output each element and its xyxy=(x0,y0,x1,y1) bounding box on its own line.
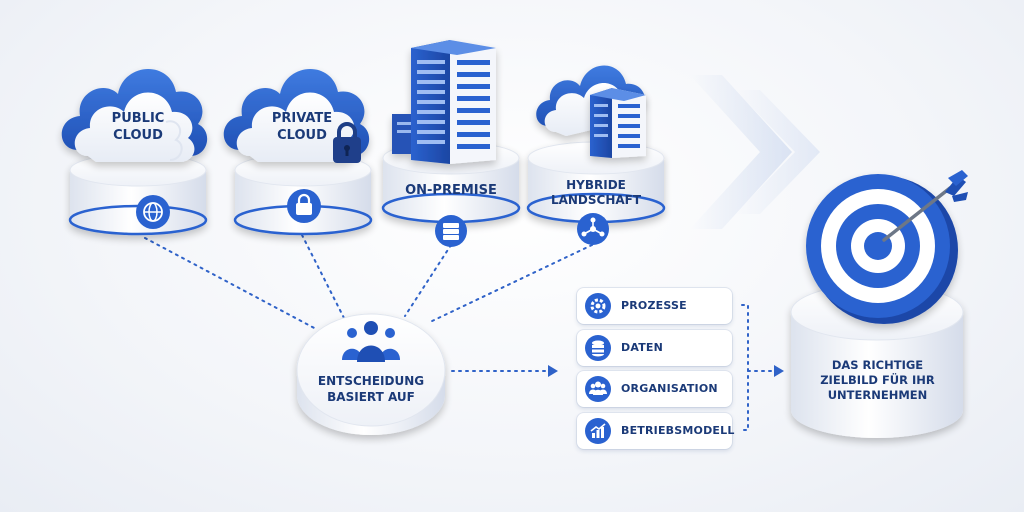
chart-icon xyxy=(585,418,611,444)
padlock-icon xyxy=(333,122,361,163)
private-cloud-icon xyxy=(223,68,370,162)
arrow-head-1 xyxy=(548,365,558,377)
lock-icon xyxy=(287,189,321,223)
criteria-item-betriebsmodell: BETRIEBSMODELL xyxy=(577,413,735,449)
dart-arrow-icon xyxy=(882,170,968,242)
source-label-public: PUBLIC CLOUD xyxy=(111,111,165,143)
database-icon xyxy=(585,335,611,361)
people-icon xyxy=(342,321,400,362)
source-label-private: PRIVATE CLOUD xyxy=(271,111,333,143)
server-icon xyxy=(435,215,467,247)
decision-disc xyxy=(296,313,446,435)
connector-lines xyxy=(144,234,777,431)
arrow-head-2 xyxy=(774,365,784,377)
source-label-hybrid: HYBRIDE LANDSCHAFT xyxy=(550,178,642,207)
globe-icon xyxy=(136,195,170,229)
criteria-item-organisation: ORGANISATION xyxy=(577,371,732,407)
decision-label: ENTSCHEIDUNG BASIERT AUF xyxy=(317,374,425,404)
gear-icon xyxy=(585,293,611,319)
criteria-label: BETRIEBSMODELL xyxy=(621,424,735,437)
hybrid-building-icon xyxy=(590,88,646,158)
pedestal-public xyxy=(68,153,208,236)
server-tower-icon xyxy=(392,40,496,164)
target-label: DAS RICHTIGE ZIELBILD FÜR IHR UNTERNEHME… xyxy=(820,358,935,402)
public-cloud-icon xyxy=(61,68,208,162)
criteria-label: PROZESSE xyxy=(621,299,687,312)
target-icon xyxy=(806,174,958,324)
criteria-label: DATEN xyxy=(621,341,664,354)
criteria-item-prozesse: PROZESSE xyxy=(577,288,732,324)
source-label-onprem: ON-PREMISE xyxy=(405,183,497,198)
team-icon xyxy=(585,376,611,402)
criteria-item-daten: DATEN xyxy=(577,330,732,366)
criteria-label: ORGANISATION xyxy=(621,382,718,395)
network-icon xyxy=(577,213,609,245)
chevron-arrows xyxy=(690,75,820,229)
